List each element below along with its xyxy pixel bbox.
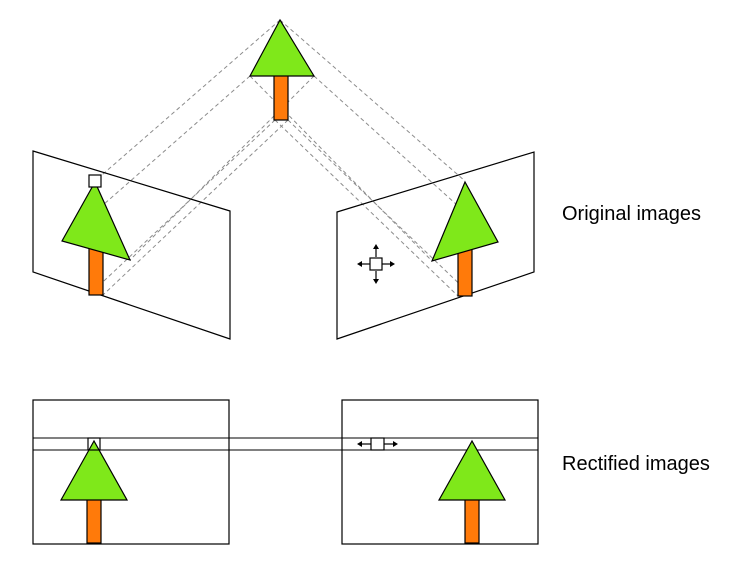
- rectified-right-tree: [437, 439, 507, 544]
- two-way-arrow-icon: [357, 437, 398, 451]
- original-left-plane: [32, 150, 231, 340]
- rectified-right-frame: [341, 399, 539, 545]
- original-right-tree-foliage: [430, 180, 499, 262]
- square-window-icon: [88, 174, 102, 188]
- original-images-label: Original images: [562, 203, 701, 225]
- original-left-tree-foliage: [61, 180, 132, 261]
- rectified-left-tree: [59, 439, 129, 544]
- four-way-arrow-icon: [357, 244, 395, 284]
- original-left-tree: [61, 180, 132, 296]
- rectified-images-label: Rectified images: [562, 453, 710, 475]
- original-left-tree-trunk: [88, 245, 104, 296]
- original-right-tree-trunk: [457, 248, 473, 297]
- rectified-right-tree-foliage: [437, 439, 507, 501]
- scene-tree-foliage: [248, 18, 316, 77]
- original-right-tree: [430, 180, 499, 297]
- original-right-plane: [336, 151, 535, 340]
- original-right-image: [336, 151, 535, 340]
- rectified-left-tree-foliage: [59, 439, 129, 501]
- rectified-right-tree-trunk: [464, 498, 480, 544]
- rectified-left-frame: [32, 399, 230, 545]
- rectified-left-image: [32, 399, 230, 545]
- original-left-image: [32, 150, 231, 340]
- scene-tree-trunk: [273, 74, 289, 121]
- epipolar-lines: [33, 437, 538, 451]
- scene-tree: [248, 18, 316, 121]
- rectified-left-tree-trunk: [86, 498, 102, 544]
- square-window-icon: [87, 437, 101, 451]
- rectified-right-image: [341, 399, 539, 545]
